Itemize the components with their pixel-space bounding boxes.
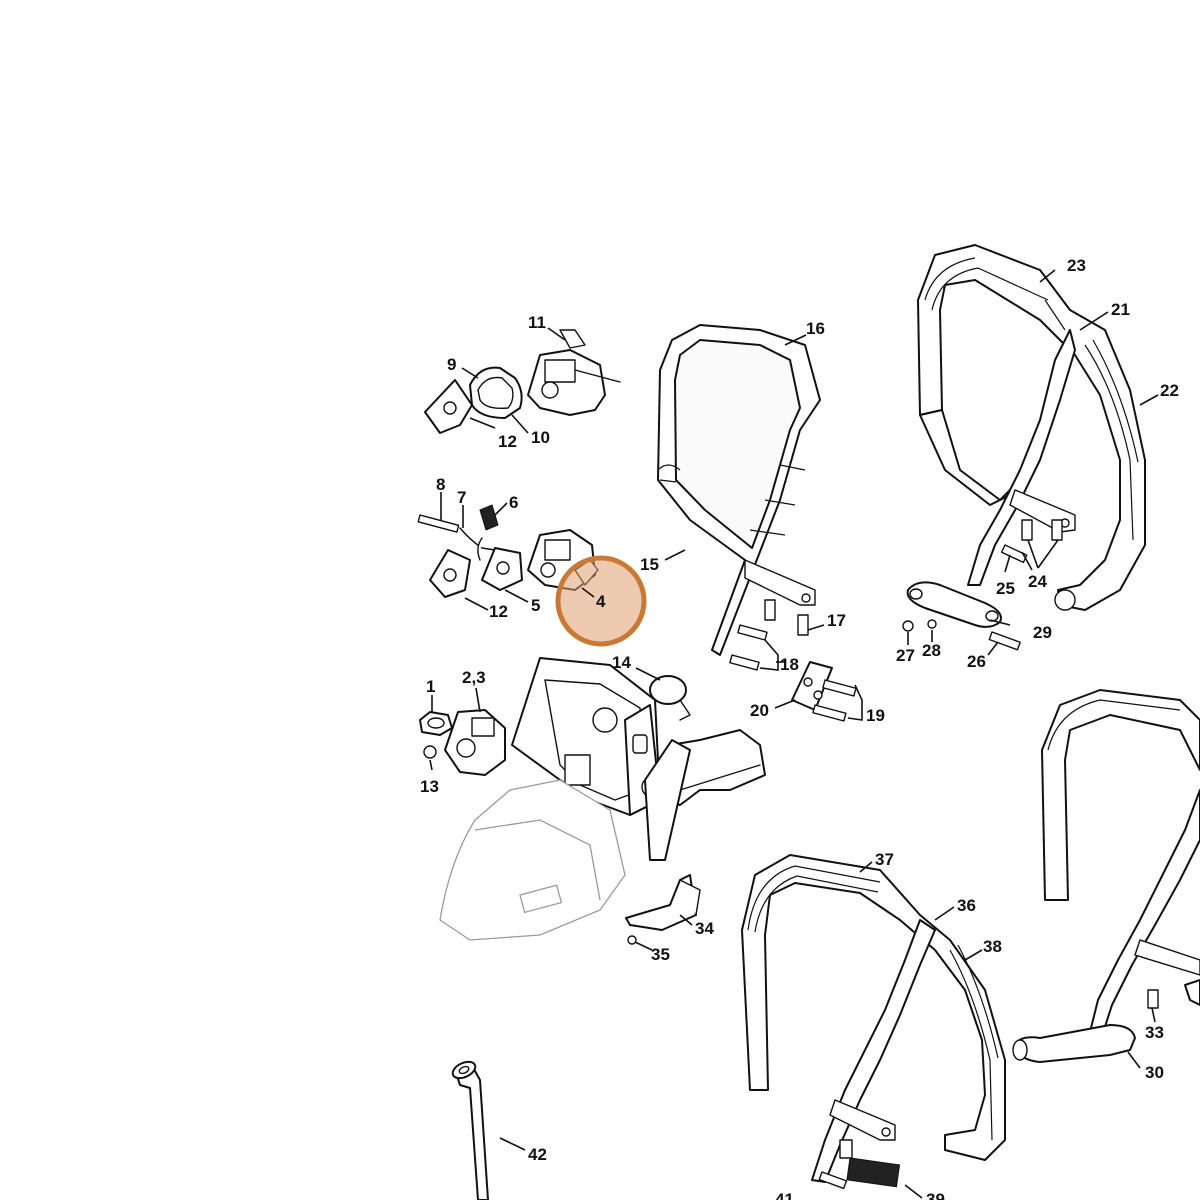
label-27: 27 (896, 646, 915, 665)
carburetor-group-left[interactable] (419, 709, 506, 776)
label-29: 29 (1033, 623, 1052, 642)
label-35: 35 (651, 945, 670, 964)
label-12-top: 12 (498, 432, 517, 451)
part-42-tool[interactable] (450, 1059, 489, 1200)
label-30: 30 (1145, 1063, 1164, 1082)
carburetor-group-top[interactable] (424, 329, 621, 434)
handlebar-16[interactable] (657, 324, 821, 656)
label-15: 15 (640, 555, 659, 574)
label-13: 13 (420, 777, 439, 796)
label-11: 11 (528, 313, 546, 332)
label-7: 7 (457, 488, 466, 507)
label-39: 39 (926, 1190, 945, 1200)
label-23: 23 (1067, 256, 1086, 275)
part-4-highlight[interactable] (555, 555, 647, 647)
label-17: 17 (827, 611, 846, 630)
label-24: 24 (1028, 572, 1047, 591)
label-1: 1 (426, 677, 435, 696)
part-14-ring[interactable] (649, 675, 691, 721)
label-5: 5 (531, 596, 540, 615)
label-36: 36 (957, 896, 976, 915)
part-29-and-fasteners[interactable] (902, 519, 1063, 651)
label-26: 26 (967, 652, 986, 671)
label-38: 38 (983, 937, 1002, 956)
fasteners-17-18-19-20[interactable] (729, 599, 857, 722)
label-2-3: 2,3 (462, 668, 486, 687)
label-19: 19 (866, 706, 885, 725)
label-14: 14 (612, 653, 631, 672)
label-12-middle: 12 (489, 602, 508, 621)
label-18: 18 (780, 655, 799, 674)
label-22: 22 (1160, 381, 1179, 400)
label-6: 6 (509, 493, 518, 512)
label-20: 20 (750, 701, 769, 720)
handlebar-37-36-38[interactable] (741, 854, 1006, 1190)
label-33: 33 (1145, 1023, 1164, 1042)
label-9: 9 (447, 355, 456, 374)
label-25: 25 (996, 579, 1015, 598)
part-labels: 1 2,3 4 5 6 7 8 9 10 11 12 12 13 14 15 1… (420, 256, 1179, 1200)
parts-34-35[interactable] (625, 874, 701, 945)
label-10: 10 (531, 428, 550, 447)
handlebar-right-lower[interactable] (1012, 689, 1200, 1063)
label-8: 8 (436, 475, 445, 494)
leader-lines (429, 269, 1159, 1199)
engine-housing[interactable] (439, 657, 766, 941)
label-21: 21 (1111, 300, 1130, 319)
label-42: 42 (528, 1145, 547, 1164)
label-34: 34 (695, 919, 714, 938)
label-37: 37 (875, 850, 894, 869)
label-41: 41 (775, 1190, 794, 1200)
label-4[interactable]: 4 (596, 592, 606, 611)
label-16: 16 (806, 319, 825, 338)
label-28: 28 (922, 641, 941, 660)
